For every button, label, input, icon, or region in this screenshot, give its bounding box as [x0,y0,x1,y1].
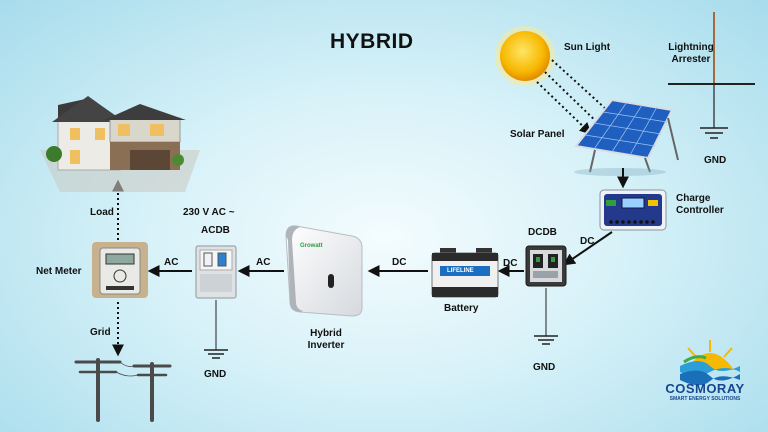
solar-panel-icon [574,98,679,176]
gnd-acdb-label: GND [204,369,227,380]
gnd-dcdb-label: GND [533,362,556,373]
lightning-arrester-icon [668,12,755,139]
net-meter-icon [92,242,148,298]
hybrid-inverter-label: Hybrid Inverter [307,328,345,351]
load-label: Load [90,207,114,218]
arrow-controller-to-dcdb [563,231,613,266]
acdb-box-icon [195,245,237,299]
diagram-title: HYBRID [330,30,414,53]
brand-tagline: SMART ENERGY SOLUTIONS [669,396,741,402]
battery-label: Battery [444,303,479,314]
ac-voltage-label: 230 V AC ~ [183,207,235,218]
battery-brand-text: LIFELINE [447,268,474,274]
sun-icon [495,26,555,86]
acdb-label: ACDB [201,225,230,236]
brand-block: COSMORAY SMART ENERGY SOLUTIONS [660,381,750,403]
brand-name: COSMORAY [665,381,745,396]
sun-light-label: Sun Light [564,42,611,53]
dcdb-ground-icon [534,288,558,345]
charge-controller-label: Charge Controller [676,193,724,216]
sunlight-rays [536,59,620,135]
utility-pole-icon [74,358,172,422]
charge-controller-icon [599,189,667,231]
ac-acdb-meter-label: AC [164,257,179,268]
cosmoray-logo-icon [680,340,740,386]
solar-panel-label: Solar Panel [510,129,565,140]
dcdb-label: DCDB [528,227,557,238]
dc-controller-dcdb-label: DC [580,236,595,247]
hybrid-inverter-icon [285,225,363,317]
house-icon [40,96,200,192]
battery-icon [431,248,499,298]
lightning-arrester-label: Lightning Arrester [668,42,714,65]
dcdb-box-icon [525,245,567,287]
net-meter-label: Net Meter [36,266,82,277]
dc-battery-inverter-label: DC [392,257,407,268]
dc-dcdb-battery-label: DC [503,258,518,269]
acdb-ground-icon [204,300,228,359]
ac-inverter-acdb-label: AC [256,257,271,268]
inverter-brand-text: Growatt [300,243,323,249]
gnd-lightning-label: GND [704,155,727,166]
grid-label: Grid [90,327,111,338]
